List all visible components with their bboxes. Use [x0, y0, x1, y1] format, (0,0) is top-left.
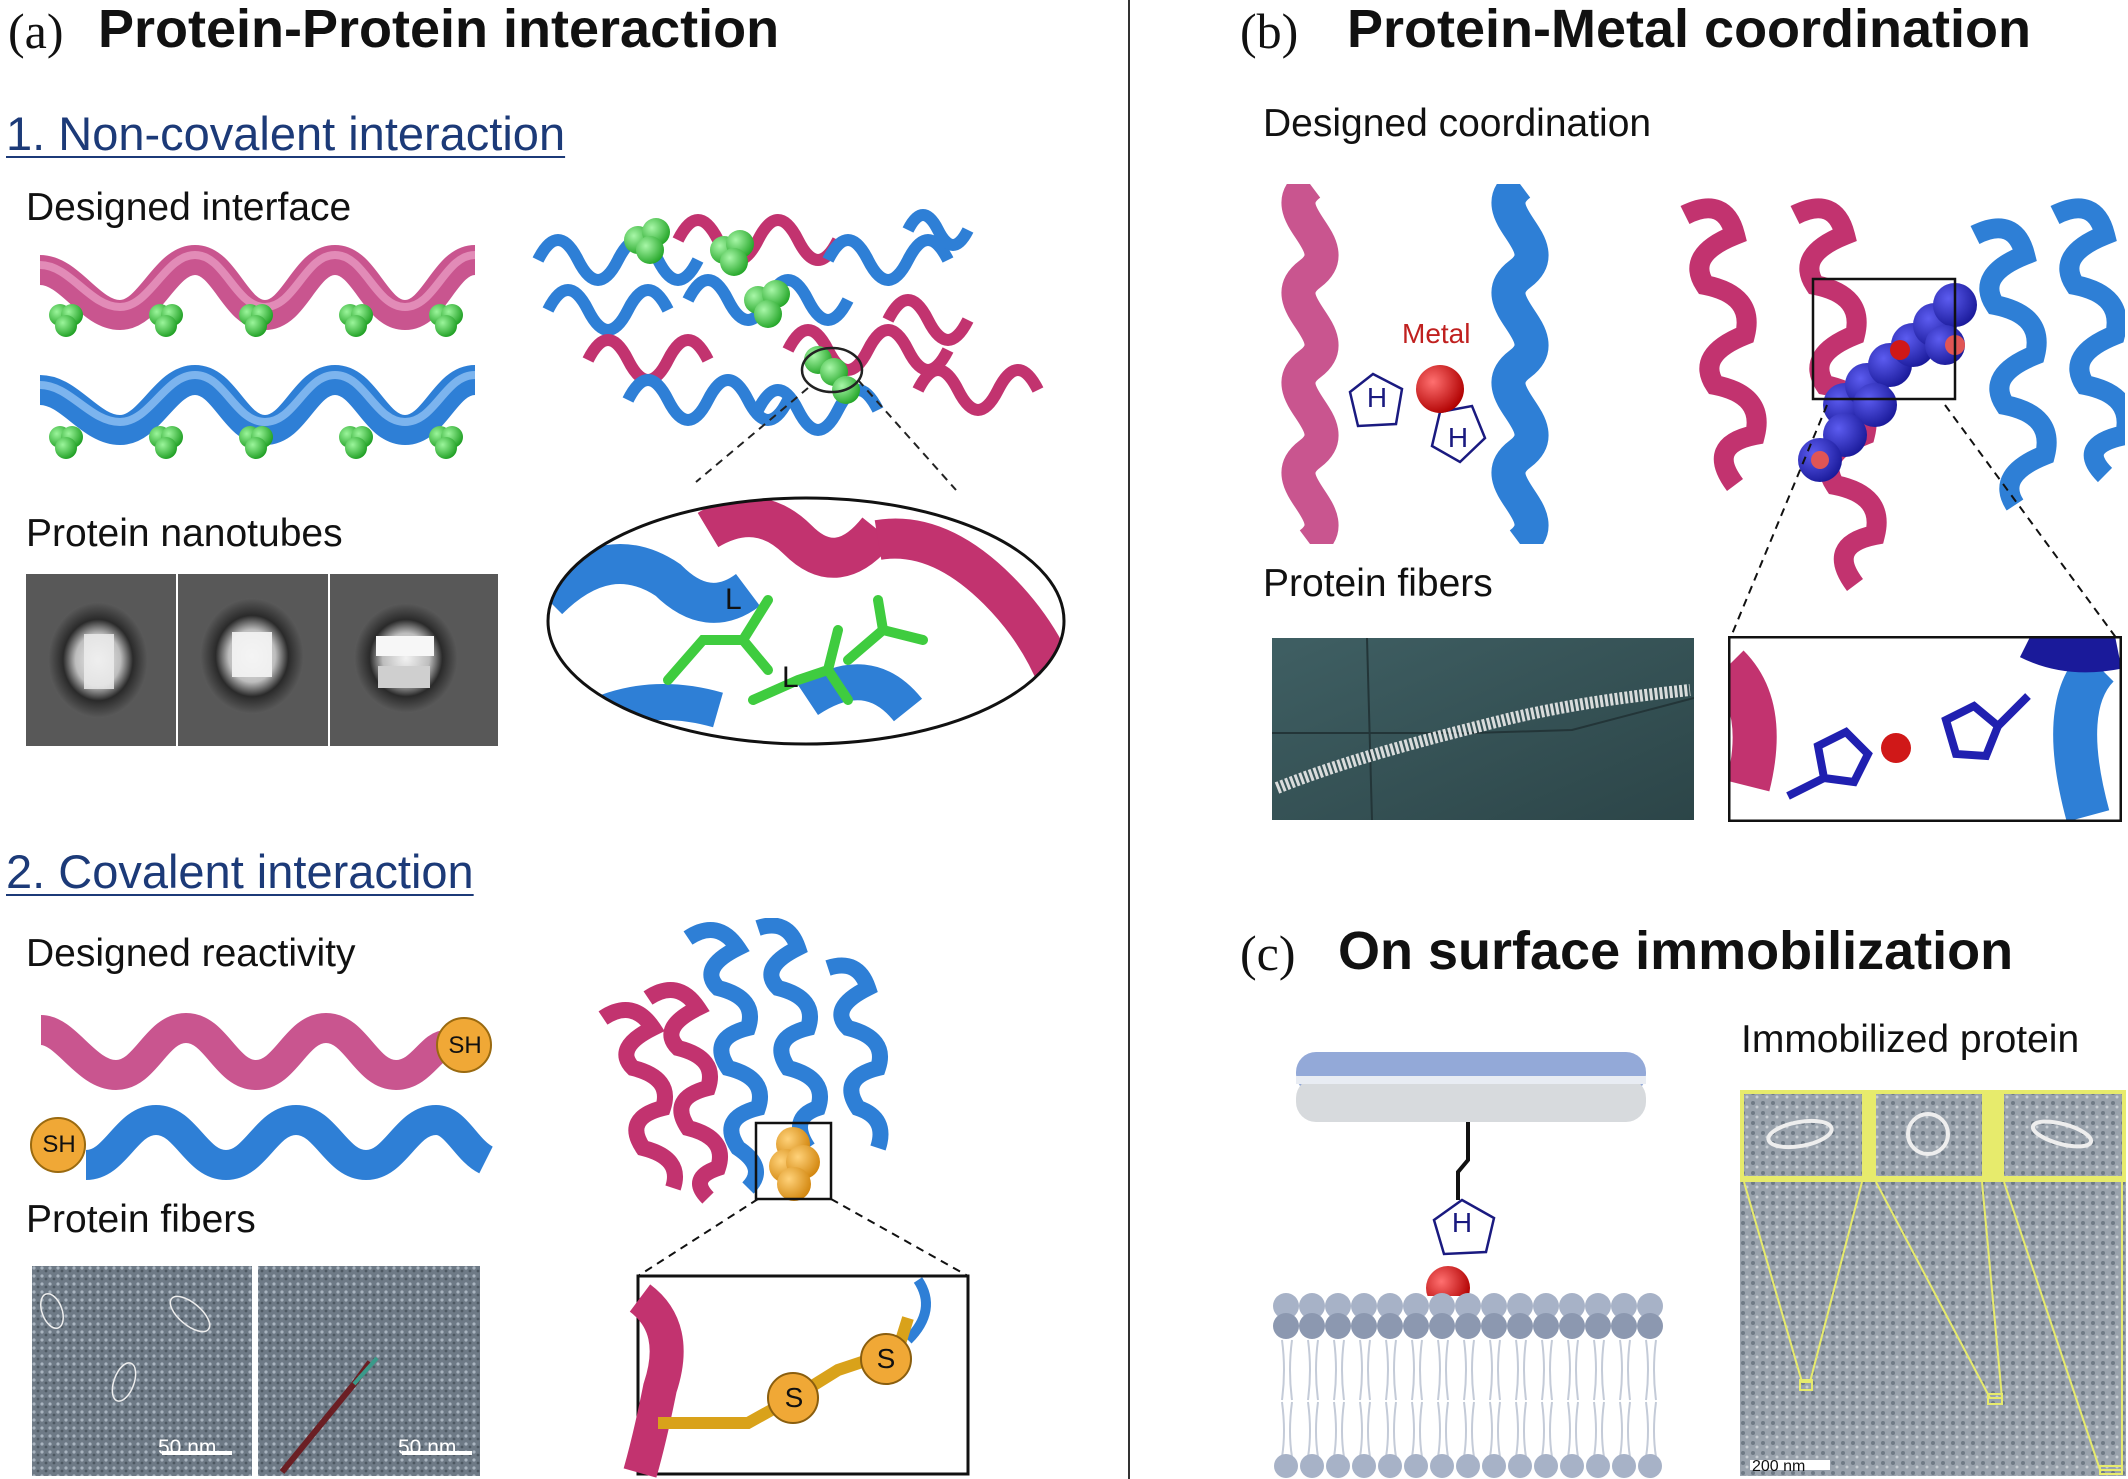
inset-2: [1876, 1094, 1982, 1176]
magenta-helix-2: [38, 1012, 450, 1091]
histidine-label-1: H: [1366, 382, 1388, 413]
designed-reactivity-helices: [30, 1012, 494, 1181]
surface-immobilization-scheme: [1273, 1052, 1670, 1478]
disulfide-zoom-view: [623, 1274, 970, 1478]
metal-ion: [1416, 365, 1464, 413]
nanotubes-label: Protein nanotubes: [26, 512, 343, 555]
leucine-label-2: L: [782, 661, 799, 694]
leucine-label-1: L: [725, 583, 742, 616]
sh-label-left: SH: [42, 1131, 76, 1158]
panel-a-title: Protein-Protein interaction: [98, 0, 780, 59]
histidine-label-c: H: [1451, 1207, 1473, 1238]
panel-c-letter: (c): [1240, 925, 1296, 981]
green-residues: [49, 304, 463, 459]
histidine-ring-2: [1430, 404, 1487, 464]
fiber-em-image-2: [258, 1266, 480, 1476]
histidine-label-2: H: [1447, 422, 1469, 453]
blue-helix-2: [84, 1104, 494, 1181]
metal-label: Metal: [1402, 318, 1471, 349]
nanotube-em-images: [26, 574, 498, 746]
protein-fibers-label-b: Protein fibers: [1263, 562, 1493, 605]
sh-group-right: [436, 1017, 492, 1073]
zoom-ellipse-border: [546, 496, 1066, 746]
nanotube-structure-model: [532, 209, 1066, 746]
panel-b-letter: (b): [1240, 3, 1299, 59]
protein-fibers-label-a: Protein fibers: [26, 1198, 256, 1241]
metal-zoom-view: [1728, 636, 2122, 822]
inset-3: [2004, 1094, 2122, 1176]
covalent-structure-model: [598, 918, 970, 1478]
structure-cluster: [532, 209, 1044, 436]
nanotube-image-3: [330, 574, 498, 746]
scale-bar-label-200nm: 200 nm: [1752, 1458, 1806, 1475]
fiber-em-images: [32, 1266, 480, 1476]
blue-helix: [38, 364, 478, 446]
lipid-bilayer: [1273, 1293, 1670, 1478]
disulfide-spheres: [769, 1127, 820, 1201]
leucine-sticks: [663, 595, 928, 705]
leucine-zoom-view: [548, 498, 1064, 744]
metal-zoom-box: [1811, 277, 1957, 401]
sh-label-right: SH: [448, 1032, 482, 1059]
nanotube-image-1: [26, 574, 176, 746]
scale-bar-label-1: 50 nm: [158, 1436, 217, 1459]
metal-coordination-scheme: [1281, 184, 1549, 544]
section-noncovalent-title: 1. Non-covalent interaction: [6, 107, 566, 160]
panel-c-title: On surface immobilization: [1338, 921, 2014, 981]
immobilized-protein-label: Immobilized protein: [1741, 1018, 2080, 1061]
inset-1: [1744, 1094, 1862, 1176]
blue-helix-b: [1491, 184, 1549, 544]
magenta-helix-b: [1281, 184, 1339, 544]
zoom-region-ellipse: [800, 346, 864, 394]
immobilized-em-image: [1740, 1090, 2126, 1476]
designed-coordination-label: Designed coordination: [1263, 102, 1652, 145]
histidine-ring-c: [1432, 1198, 1496, 1256]
sulfur-atom-2: [860, 1333, 912, 1385]
panel-divider: [1128, 0, 1130, 1479]
zoom-line-left: [695, 387, 809, 483]
covalent-helices: [598, 918, 889, 1204]
sh-group-left: [30, 1117, 86, 1173]
sulfur-atom-1: [767, 1372, 819, 1424]
sulfur-label-1: S: [784, 1382, 804, 1413]
designed-interface-label: Designed interface: [26, 186, 352, 229]
nanotube-image-2: [178, 574, 328, 746]
metal-fiber-sem-image: [1272, 638, 1694, 820]
scale-bar-label-2: 50 nm: [398, 1436, 457, 1459]
panel-a-letter: (a): [8, 3, 64, 59]
sulfur-label-2: S: [876, 1343, 896, 1374]
histidine-ring-1: [1348, 372, 1404, 428]
linker: [1456, 1122, 1470, 1200]
metal-structure-model: [1680, 198, 2125, 640]
designed-interface-helices: [38, 244, 478, 459]
metal-ion-zoom: [1881, 733, 1911, 763]
zoom-region-box: [754, 1121, 833, 1201]
section-covalent-title: 2. Covalent interaction: [6, 845, 474, 898]
zoom-line-right: [857, 379, 957, 491]
designed-reactivity-label: Designed reactivity: [26, 932, 356, 975]
fiber-em-image-1: [32, 1266, 252, 1476]
panel-b-title: Protein-Metal coordination: [1347, 0, 2032, 59]
